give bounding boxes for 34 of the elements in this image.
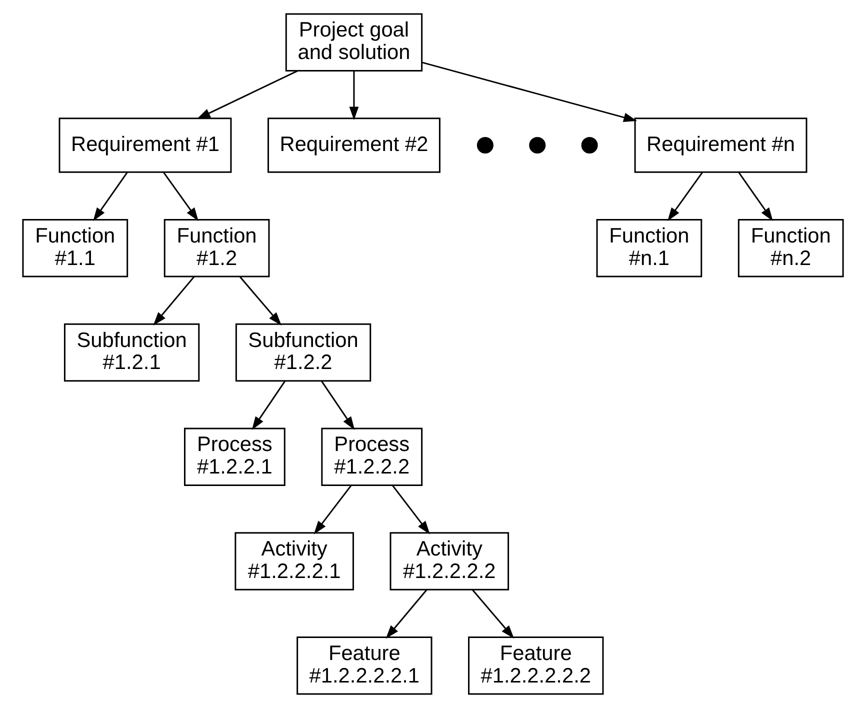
node-box: Activity #1.2.2.2.2 <box>390 532 510 590</box>
node-dot <box>476 137 494 154</box>
arrow <box>321 380 355 430</box>
arrow <box>153 276 195 326</box>
node-box: Function #1.2 <box>164 219 270 278</box>
arrow <box>314 485 352 534</box>
arrow <box>349 71 359 120</box>
node-box: Function #n.2 <box>738 219 844 278</box>
arrow <box>386 589 428 639</box>
arrow <box>472 589 514 639</box>
arrow <box>392 485 430 534</box>
node-box: Requirement #1 <box>58 118 232 173</box>
arrow <box>163 172 198 222</box>
node-box: Process #1.2.2.1 <box>184 428 286 486</box>
arrow <box>252 380 286 430</box>
node-box: Process #1.2.2.2 <box>321 428 423 486</box>
node-dot <box>529 137 546 154</box>
node-box: Function #n.1 <box>596 219 702 278</box>
node-box: Subfunction #1.2.2 <box>235 323 372 382</box>
node-box: Project goal and solution <box>285 13 423 72</box>
node-box: Activity #1.2.2.2.1 <box>234 532 354 590</box>
arrow <box>196 70 298 120</box>
arrow <box>422 62 638 122</box>
node-box: Feature #1.2.2.2.2.1 <box>296 636 432 695</box>
node-box: Requirement #n <box>634 118 808 173</box>
arrow <box>668 172 703 222</box>
node-box: Subfunction #1.2.1 <box>64 323 200 382</box>
node-box: Feature #1.2.2.2.2.2 <box>468 636 604 695</box>
arrow <box>93 172 128 222</box>
arrow <box>738 172 773 222</box>
node-box: Requirement #2 <box>268 118 440 173</box>
node-box: Function #1.1 <box>22 219 128 278</box>
arrow <box>239 276 282 326</box>
node-dot <box>581 137 598 154</box>
